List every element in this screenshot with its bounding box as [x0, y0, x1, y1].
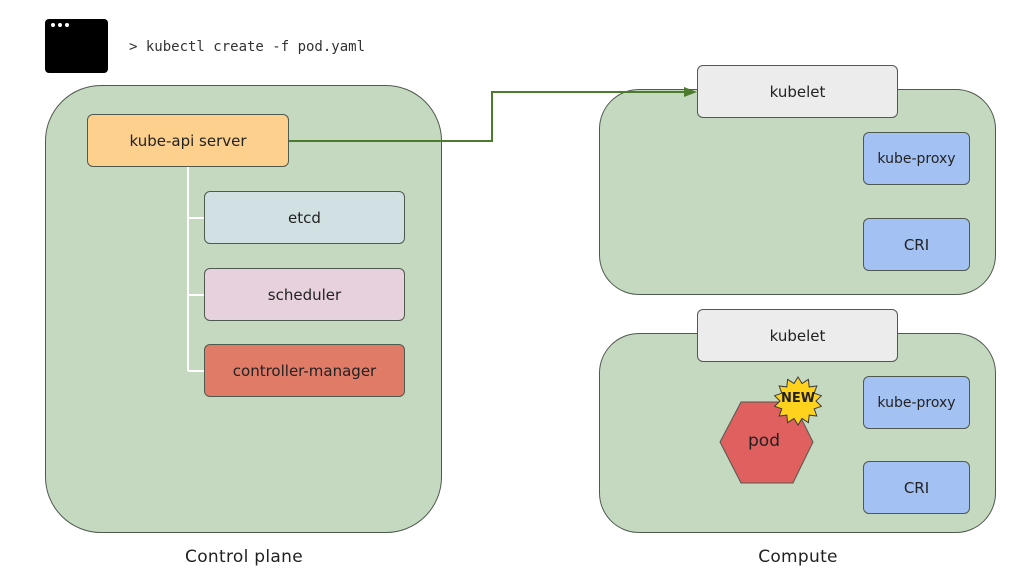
controller-manager-box: controller-manager: [204, 344, 405, 397]
tree-connector-lines: [187, 167, 204, 372]
cri-node-2: CRI: [863, 461, 970, 514]
terminal-window-icon: [45, 19, 108, 73]
compute-label: Compute: [758, 547, 838, 567]
api-to-kubelet-arrow: [289, 91, 690, 142]
new-badge-star-icon: [773, 376, 823, 426]
window-dot-icon: [58, 23, 62, 27]
window-dot-icon: [51, 23, 55, 27]
etcd-box: etcd: [204, 191, 405, 244]
kube-api-server: kube-api server: [87, 114, 289, 167]
kube-proxy-node-2: kube-proxy: [863, 376, 970, 429]
cri-node-1: CRI: [863, 218, 970, 271]
window-dot-icon: [65, 23, 69, 27]
arrow-head-icon: [684, 87, 697, 97]
kubelet-node-2: kubelet: [697, 309, 898, 362]
kubelet-node-1: kubelet: [697, 65, 898, 118]
kube-proxy-node-1: kube-proxy: [863, 132, 970, 185]
new-badge-label: NEW: [781, 391, 816, 406]
scheduler-box: scheduler: [204, 268, 405, 321]
terminal-command: > kubectl create -f pod.yaml: [129, 39, 366, 55]
control-plane-label: Control plane: [185, 547, 303, 567]
pod-label: pod: [748, 431, 780, 451]
